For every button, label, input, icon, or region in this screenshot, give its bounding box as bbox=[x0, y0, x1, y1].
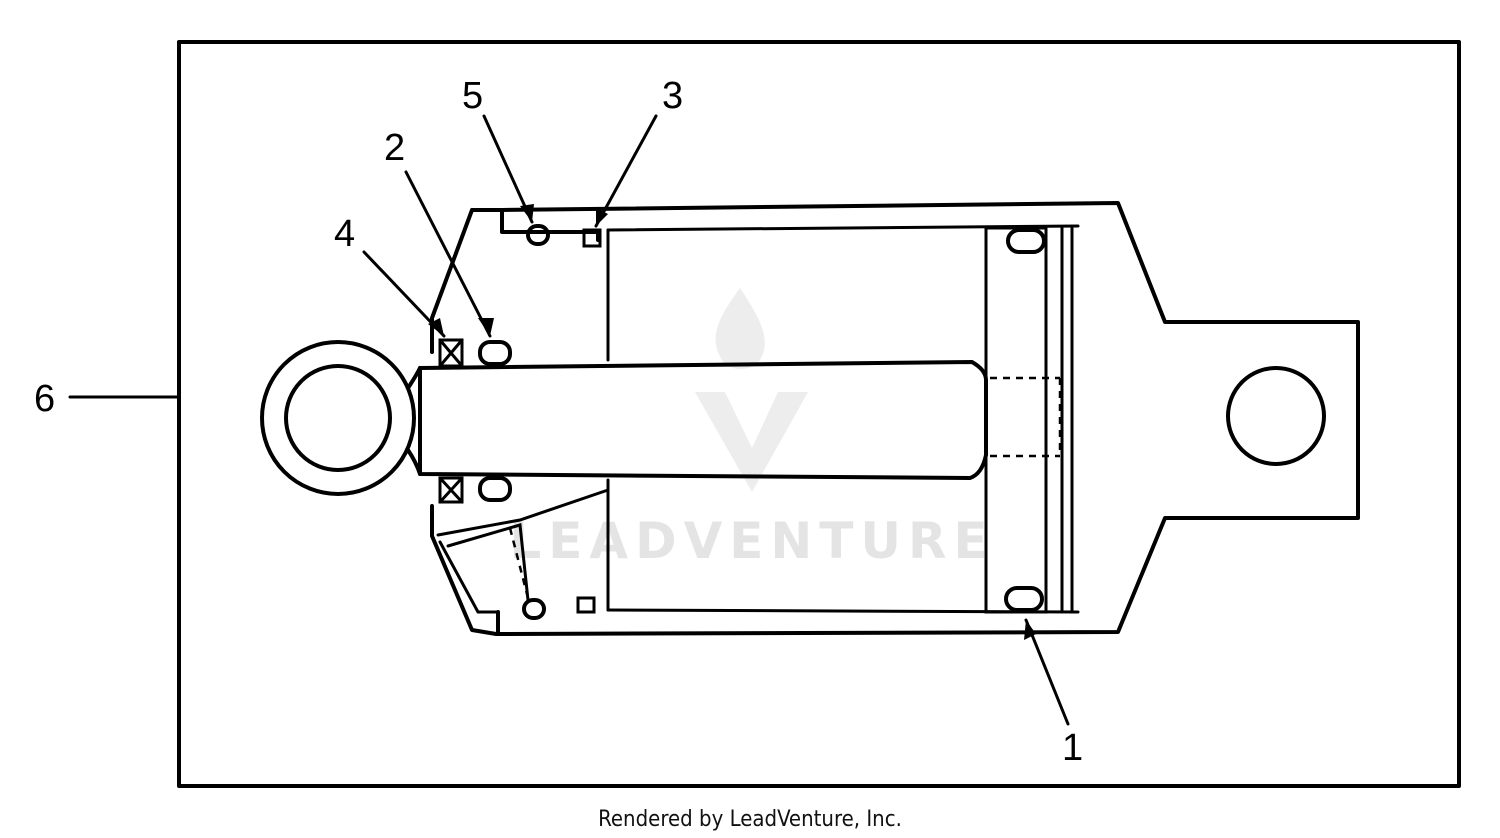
rod-seal-top bbox=[478, 340, 512, 366]
rod-eye-neck bbox=[406, 366, 422, 476]
rod-eye-outer bbox=[260, 340, 416, 496]
arrowhead-4 bbox=[428, 318, 444, 336]
leader-4 bbox=[362, 250, 446, 338]
callout-5: 5 bbox=[462, 75, 483, 117]
rod-wiper-bottom bbox=[438, 476, 464, 504]
rod-wiper-top-x bbox=[438, 338, 464, 368]
rod-eye-inner bbox=[284, 364, 392, 472]
clevis-eye bbox=[1226, 366, 1326, 466]
watermark-text: LEADVENTURE bbox=[509, 512, 994, 570]
gland-head bbox=[496, 210, 600, 636]
callout-1: 1 bbox=[1062, 727, 1083, 769]
backup-ring-top bbox=[582, 228, 602, 248]
gland-oring-top bbox=[526, 224, 550, 246]
watermark-flame-icon bbox=[715, 288, 765, 369]
leader-1 bbox=[1024, 618, 1070, 726]
piston bbox=[984, 226, 1048, 614]
arrowhead-2 bbox=[478, 318, 494, 336]
piston-seal-bottom bbox=[1004, 586, 1044, 612]
callout-4: 4 bbox=[334, 213, 355, 255]
gland-oring-bottom bbox=[522, 598, 546, 620]
backup-ring-bottom bbox=[576, 596, 596, 614]
render-credit: Rendered by LeadVenture, Inc. bbox=[598, 807, 902, 832]
callout-3: 3 bbox=[662, 75, 683, 117]
rod-wiper-bottom-x bbox=[438, 476, 464, 504]
arrowhead-1 bbox=[1024, 620, 1036, 640]
assembly-frame bbox=[177, 40, 1461, 788]
rod-seal-bottom bbox=[478, 476, 512, 502]
piston-rod bbox=[418, 360, 988, 480]
arrowhead-3 bbox=[596, 208, 608, 226]
gland-taper bbox=[436, 488, 610, 614]
leadventure-watermark: LEADVENTURE bbox=[509, 288, 994, 570]
piston-seal-top bbox=[1006, 228, 1046, 254]
leader-2 bbox=[404, 170, 492, 338]
piston-face bbox=[1060, 226, 1074, 614]
leader-5 bbox=[482, 114, 534, 224]
rod-thread-dashed bbox=[990, 376, 1062, 458]
arrowhead-5 bbox=[520, 204, 534, 222]
leader-3 bbox=[594, 114, 658, 228]
callout-6: 6 bbox=[34, 378, 55, 420]
rod-wiper-top bbox=[438, 338, 464, 368]
leader-lines bbox=[68, 114, 1070, 726]
callout-2: 2 bbox=[384, 127, 405, 169]
cylinder-barrel-outline bbox=[430, 201, 1360, 636]
watermark-v-icon bbox=[695, 392, 808, 492]
